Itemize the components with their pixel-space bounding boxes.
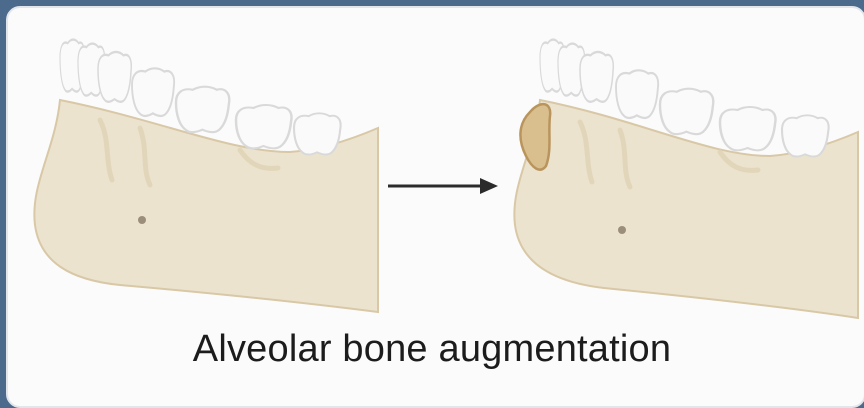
mandible-before-icon — [34, 40, 378, 312]
mandible-after-graft-icon — [514, 40, 858, 318]
mental-foramen — [138, 216, 146, 224]
right-arrow-icon — [388, 178, 498, 194]
figure-caption: Alveolar bone augmentation — [0, 328, 864, 371]
mental-foramen — [618, 226, 626, 234]
